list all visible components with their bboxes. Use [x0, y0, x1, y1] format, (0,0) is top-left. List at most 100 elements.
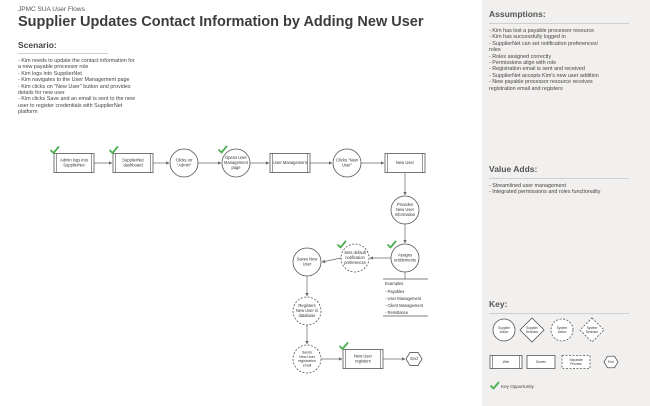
- key-shape-label: Separate: [570, 358, 583, 362]
- assumption-item-line: - SupplierNet can set notification prefe…: [489, 40, 599, 47]
- scenario-item-line: a new payable processor role: [18, 64, 89, 71]
- examples-item: - Client Management: [385, 303, 424, 308]
- assumption-item: - Kim has successfully logged in: [489, 34, 647, 40]
- flow-node-label: End: [410, 356, 418, 361]
- page-pretitle: JPMC SUA User Flows: [18, 6, 85, 13]
- scenario-item: - Kim navigates to the User Management p…: [18, 77, 188, 83]
- flow-node-label: registration: [298, 359, 316, 363]
- flow-node-label: SupplierNet: [122, 158, 144, 163]
- key-shape-hexagon: End: [603, 355, 619, 369]
- flow-node-label: Sends: [302, 350, 312, 354]
- flow-node-label: Opens User: [225, 155, 247, 160]
- flow-node-label: page: [231, 165, 241, 170]
- flow-node-label: dashboard: [123, 163, 143, 168]
- assumption-item-line: - Kim has successfully logged in: [489, 34, 566, 41]
- scenario-item: - Kim clicks Save and an email is sent t…: [18, 96, 188, 115]
- value-add-item: - Integrated permissions and roles funct…: [489, 189, 647, 195]
- key-shape-label: Process: [570, 362, 582, 366]
- assumption-item-line: roles: [489, 47, 501, 54]
- key-shape-label: Web: [503, 360, 510, 364]
- flow-node-label: New User in: [296, 308, 319, 313]
- flow-node-clicks-admin: Clicks on"Admin": [169, 148, 199, 178]
- examples-box: Examples- Payables- User Management- Cli…: [383, 272, 428, 317]
- key-shape-label: System: [587, 326, 598, 330]
- scenario-item-line: - Kim clicks on "New User" button and pr…: [18, 83, 131, 90]
- flow-node-label: Provides: [397, 202, 413, 207]
- examples-title: Examples: [385, 281, 403, 286]
- key-shape-label: Screen: [536, 360, 546, 364]
- flow-node-label: Sets default: [344, 250, 366, 255]
- key-shape-label: Action: [500, 330, 509, 334]
- value-add-item-line: - Integrated permissions and roles funct…: [489, 189, 601, 196]
- assumption-item: - Registration email is sent and receive…: [489, 66, 647, 72]
- assumption-item: - Roles assigned correctly: [489, 54, 647, 60]
- key-opportunity-check-icon: [50, 146, 60, 154]
- flow-node-label: New User: [396, 207, 415, 212]
- examples-item: - Remittance: [385, 310, 409, 315]
- flow-node-label: database: [299, 313, 317, 318]
- flow-node-label: New User: [396, 160, 415, 165]
- key-shape-rect: Screen: [526, 355, 556, 369]
- assumption-item-line: registration email and registers: [489, 85, 563, 92]
- flow-node-label: Assigns: [398, 253, 412, 258]
- assumption-item: - Permissions align with role: [489, 60, 647, 66]
- value-adds-heading: Value Adds:: [489, 164, 538, 174]
- flow-node-label: Admin logs into: [60, 158, 89, 163]
- key-opportunity-check-icon: [218, 145, 228, 154]
- scenario-list: - Kim needs to update the contact inform…: [18, 58, 188, 116]
- flow-node-label: SupplierNet: [63, 163, 85, 168]
- key-shape-label: Action: [558, 330, 567, 334]
- scenario-heading: Scenario:: [18, 40, 57, 50]
- key-shape-page: Web: [489, 355, 523, 369]
- key-opportunity-check-icon: [337, 240, 347, 249]
- assumption-item-line: - New payable processor resource receive…: [489, 79, 593, 86]
- assumptions-list: - Kim has lost a payable processor resou…: [489, 28, 647, 92]
- key-opportunity-check-icon: [387, 240, 397, 249]
- assumption-item: - Kim has lost a payable processor resou…: [489, 28, 647, 34]
- assumption-item: - SupplierNet accepts Kim's new user add…: [489, 73, 647, 79]
- flow-node-label: notification: [345, 255, 365, 260]
- flow-node-end: End: [405, 352, 423, 366]
- key-shape-label: End: [608, 360, 614, 364]
- flow-arrow: [321, 257, 342, 264]
- flow-node-user-management: User Management: [269, 153, 311, 173]
- assumption-item: - SupplierNet can set notification prefe…: [489, 41, 647, 54]
- scenario-item-line: - Kim clicks Save and an email is sent t…: [18, 96, 135, 103]
- key-shape-label: Decision: [586, 330, 598, 334]
- flow-node-label: New User: [299, 355, 316, 359]
- flow-node-label: Information: [395, 212, 416, 217]
- scenario-divider: [18, 53, 108, 54]
- flow-node-label: Saves New: [297, 257, 318, 262]
- assumptions-divider: [489, 23, 629, 24]
- assumption-item-line: - Registration email is sent and receive…: [489, 66, 585, 73]
- flow-node-label: preferences: [344, 260, 366, 265]
- flow-node-label: entitlements: [394, 258, 416, 263]
- value-add-item-line: - Streamlined user management: [489, 183, 567, 189]
- flow-node-label: email: [303, 363, 312, 367]
- scenario-item-line: - Kim needs to update the contact inform…: [18, 58, 135, 64]
- flow-node-label: Registers: [298, 303, 315, 308]
- scenario-item-line: platform: [18, 109, 38, 116]
- flow-node-label: User": [342, 163, 353, 168]
- flow-node-label: User: [303, 262, 312, 267]
- key-shape-label: Supplier: [498, 326, 511, 330]
- assumption-item-line: - Roles assigned correctly: [489, 53, 552, 60]
- value-add-item: - Streamlined user management: [489, 183, 647, 189]
- assumptions-heading: Assumptions:: [489, 9, 546, 19]
- assumption-item: - New payable processor resource receive…: [489, 79, 647, 92]
- page-title: Supplier Updates Contact Information by …: [18, 14, 424, 30]
- key-heading: Key:: [489, 299, 508, 309]
- key-opportunity-check-icon: [109, 146, 119, 154]
